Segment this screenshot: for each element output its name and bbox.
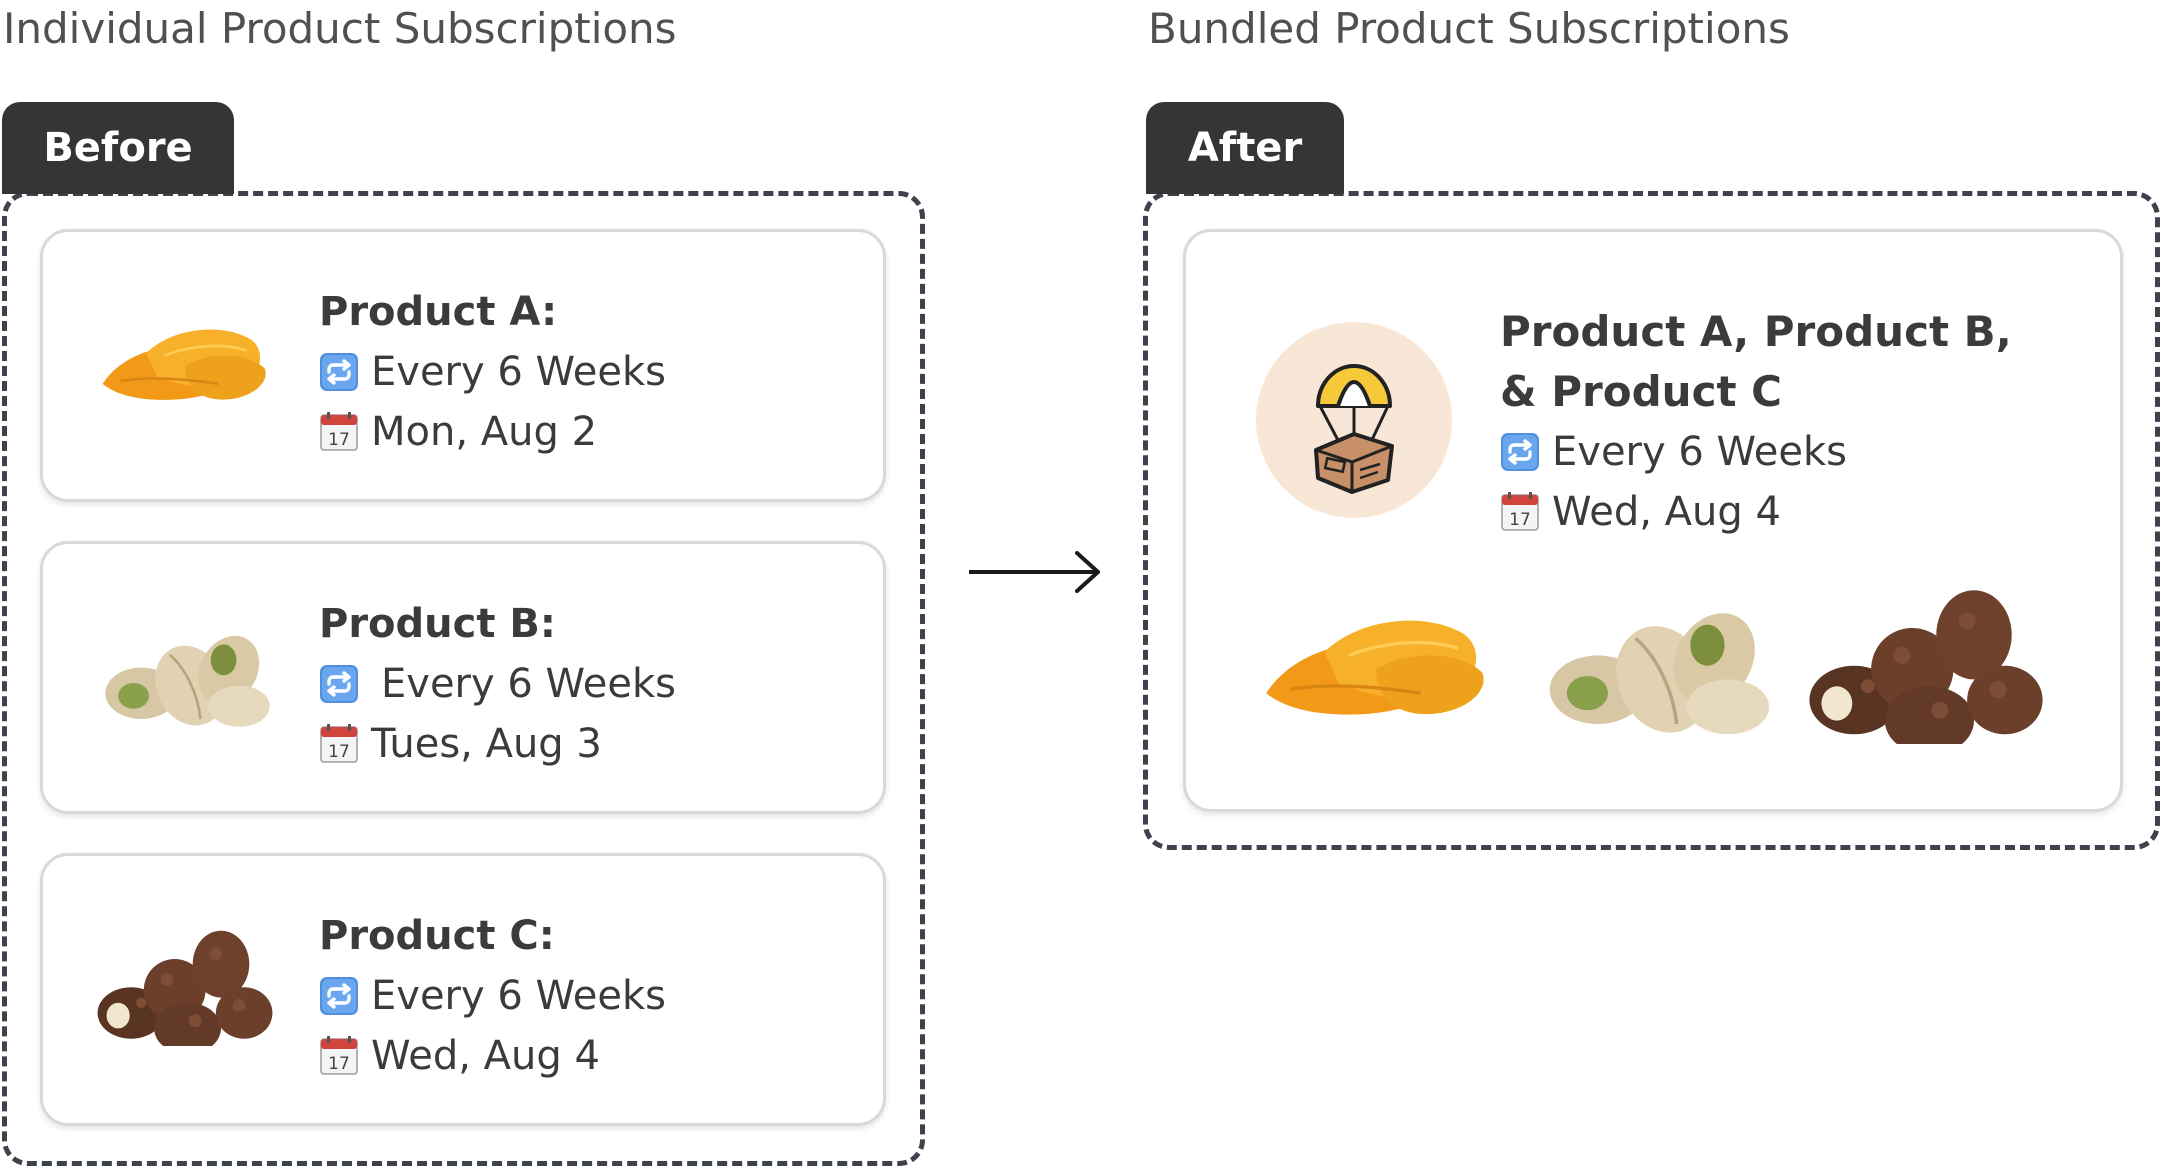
right-section-title: Bundled Product Subscriptions <box>1148 0 1790 58</box>
date-text: Wed, Aug 4 <box>1552 482 1781 542</box>
product-c-title: Product C: <box>319 906 666 966</box>
calendar-icon <box>319 724 359 764</box>
frequency-text: Every 6 Weeks <box>371 342 666 402</box>
date-row: Mon, Aug 2 <box>319 402 666 462</box>
frequency-row: Every 6 Weeks <box>319 654 676 714</box>
frequency-text: Every 6 Weeks <box>1552 422 1847 482</box>
product-card-b: Product B: Every 6 Weeks Tues, Aug 3 <box>40 541 886 814</box>
date-text: Wed, Aug 4 <box>371 1026 600 1086</box>
calendar-icon <box>319 412 359 452</box>
tab-after: After <box>1146 102 1344 194</box>
date-row: Tues, Aug 3 <box>319 714 676 774</box>
frequency-row: Every 6 Weeks <box>319 342 666 402</box>
repeat-icon <box>319 352 359 392</box>
repeat-icon <box>319 664 359 704</box>
pistachios-image <box>95 614 275 734</box>
pistachios-image <box>1536 584 1776 744</box>
right-arrow-icon <box>965 545 1105 595</box>
repeat-icon <box>1500 432 1540 472</box>
frequency-text: Every 6 Weeks <box>381 654 676 714</box>
repeat-icon <box>319 976 359 1016</box>
tab-before: Before <box>2 102 234 194</box>
product-a-title: Product A: <box>319 282 666 342</box>
product-card-c: Product C: Every 6 Weeks Wed, Aug 4 <box>40 853 886 1126</box>
bundle-card: Product A, Product B, & Product C Every … <box>1183 229 2123 812</box>
calendar-icon <box>1500 492 1540 532</box>
chocolate-almonds-image <box>1806 584 2046 744</box>
date-row: Wed, Aug 4 <box>1500 482 1847 542</box>
calendar-icon <box>319 1036 359 1076</box>
left-section-title: Individual Product Subscriptions <box>3 0 677 58</box>
date-text: Tues, Aug 3 <box>371 714 602 774</box>
product-b-title: Product B: <box>319 594 676 654</box>
frequency-row: Every 6 Weeks <box>319 966 666 1026</box>
frequency-text: Every 6 Weeks <box>371 966 666 1026</box>
dried-mango-image <box>95 302 275 422</box>
frequency-row: Every 6 Weeks <box>1500 422 1847 482</box>
date-row: Wed, Aug 4 <box>319 1026 666 1086</box>
parachute-package-icon <box>1256 322 1452 518</box>
product-card-a: Product A: Every 6 Weeks Mon, Aug 2 <box>40 229 886 502</box>
bundle-title: Product A, Product B, & Product C <box>1500 302 2060 422</box>
chocolate-almonds-image <box>95 926 275 1046</box>
dried-mango-image <box>1256 584 1496 744</box>
date-text: Mon, Aug 2 <box>371 402 597 462</box>
